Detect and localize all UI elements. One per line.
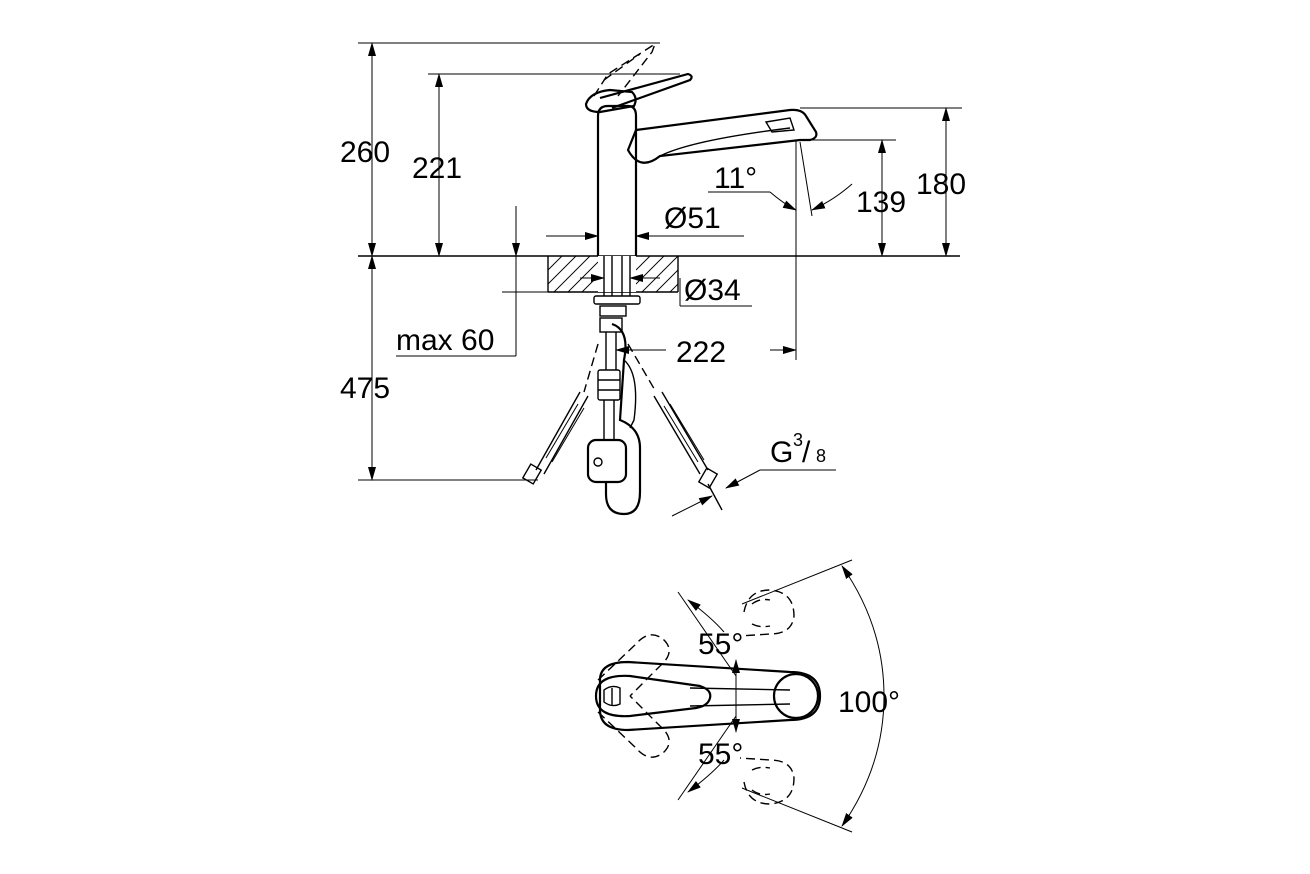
dim-shank-diameter: Ø34 — [684, 274, 741, 307]
supply-hose-right — [627, 343, 723, 511]
dim-aerator-height: 139 — [856, 186, 906, 219]
dim-swivel-right: 55° — [698, 738, 743, 771]
dim-swivel-total: 100° — [838, 686, 900, 719]
dim-body-diameter: Ø51 — [664, 202, 721, 235]
pull-out-spout — [626, 108, 818, 164]
dim-spout-height: 221 — [412, 152, 462, 185]
side-view: 260 221 Ø51 180 139 11° — [340, 42, 966, 517]
lever-raised-outline — [593, 42, 657, 97]
dim-max-deck-thickness: max 60 — [396, 324, 494, 357]
deck-section — [547, 255, 679, 296]
dim-total-height: 260 — [340, 136, 390, 169]
mounting-hardware — [593, 295, 641, 370]
spout-end-circle — [772, 672, 820, 720]
dim-swivel-left: 55° — [698, 628, 743, 661]
dim-under-deck-length: 475 — [340, 372, 390, 405]
dim-spout-angle: 11° — [714, 162, 757, 195]
top-view: 55° 55° 100° — [594, 559, 900, 833]
dim-connection-slash: / — [802, 436, 811, 469]
dim-connection-numerator: 3 — [793, 430, 803, 450]
hose-assembly — [586, 322, 642, 516]
dim-outlet-height: 180 — [916, 168, 966, 201]
dim-spout-reach: 222 — [676, 336, 726, 369]
dim-connection-denominator: 8 — [816, 446, 826, 466]
dim-connection-thread: G — [770, 436, 793, 469]
supply-hose-left — [521, 343, 599, 485]
